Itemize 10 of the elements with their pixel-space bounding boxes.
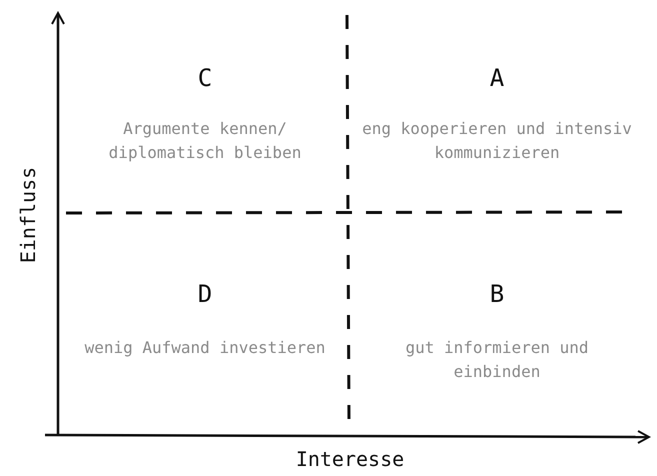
- axis-title: Einfluss: [16, 166, 40, 264]
- quadrant-letter: B: [490, 280, 504, 308]
- quadrant-description: eng kooperieren und intensiv kommunizieren: [362, 118, 632, 164]
- quadrant-description: wenig Aufwand investieren: [84, 337, 326, 359]
- quadrant-letter: D: [198, 280, 212, 308]
- axis-title: Interesse: [296, 447, 404, 471]
- quadrant-letter: C: [198, 64, 212, 92]
- quadrant-description: Argumente kennen/ diplomatisch bleiben: [108, 118, 302, 164]
- quadrant-letter: A: [490, 64, 504, 92]
- quadrant-description: gut informieren und einbinden: [404, 337, 590, 383]
